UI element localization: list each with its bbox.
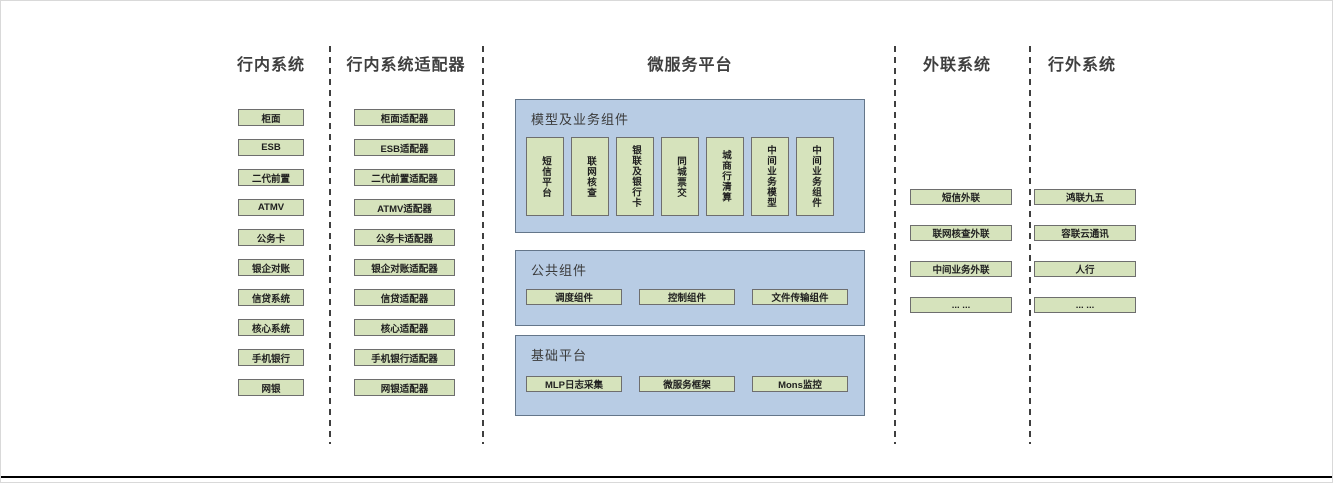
- internal-system-label: 信贷系统: [251, 293, 290, 305]
- business-component-box: 城商行清算: [706, 137, 744, 216]
- internal-system-box: 网银: [238, 379, 304, 396]
- adapter-box: ESB适配器: [354, 139, 455, 156]
- internal-system-box: 二代前置: [238, 169, 304, 186]
- adapter-box: 公务卡适配器: [354, 229, 455, 246]
- external-link-system-label: 短信外联: [941, 193, 980, 204]
- adapter-label: 二代前置适配器: [371, 173, 438, 185]
- common-components-group: 公共组件 调度组件 控制组件 文件传输组件: [515, 250, 865, 326]
- outside-system-label: 容联云通讯: [1061, 229, 1109, 240]
- external-link-system-box: 短信外联: [910, 189, 1012, 205]
- adapter-label: 公务卡适配器: [375, 233, 433, 245]
- external-link-system-label: ... ...: [951, 299, 971, 311]
- internal-system-box: 信贷系统: [238, 289, 304, 306]
- separator-line-2: [482, 46, 484, 444]
- column-header-outside-systems: 行外系统: [1047, 57, 1116, 74]
- adapter-label: 手机银行适配器: [371, 353, 438, 365]
- base-platform-label: 微服务框架: [663, 380, 711, 391]
- adapter-box: 银企对账适配器: [354, 259, 455, 276]
- adapter-label: ATMV适配器: [377, 203, 432, 215]
- internal-system-box: ATMV: [238, 199, 304, 216]
- group-title-model-business: 模型及业务组件: [531, 112, 630, 127]
- adapter-label: ESB适配器: [380, 143, 429, 155]
- base-platform-group: 基础平台 MLP日志采集 微服务框架 Mons监控: [515, 335, 865, 416]
- internal-system-label: 柜面: [261, 113, 281, 125]
- bottom-rule-line: [1, 476, 1332, 478]
- common-component-box: 控制组件: [639, 289, 735, 305]
- base-platform-list: MLP日志采集 微服务框架 Mons监控: [526, 376, 848, 392]
- outside-systems-list: 鸿联九五容联云通讯人行 ... ...: [1034, 189, 1136, 313]
- base-platform-box: MLP日志采集: [526, 376, 622, 392]
- common-component-label: 文件传输组件: [771, 293, 829, 304]
- outside-system-box: 容联云通讯: [1034, 225, 1136, 241]
- business-component-box: 中间业务模型: [751, 137, 789, 216]
- separator-line-1: [329, 46, 331, 444]
- adapter-label: 网银适配器: [380, 383, 429, 395]
- internal-system-box: 公务卡: [238, 229, 304, 246]
- internal-system-box: 银企对账: [238, 259, 304, 276]
- column-header-external-link-systems: 外联系统: [922, 57, 991, 74]
- base-platform-label: Mons监控: [778, 380, 822, 391]
- column-header-internal-systems: 行内系统: [236, 57, 305, 74]
- external-link-system-label: 中间业务外联: [932, 265, 990, 276]
- column-header-microservice-platform: 微服务平台: [647, 57, 733, 74]
- model-business-components-list: 短信平台联网核查银联及银行卡同城票交城商行清算中间业务模型中间业务组件: [526, 137, 834, 216]
- common-component-box: 调度组件: [526, 289, 622, 305]
- adapter-box: 信贷适配器: [354, 289, 455, 306]
- model-business-components-group: 模型及业务组件 短信平台联网核查银联及银行卡同城票交城商行清算中间业务模型中间业…: [515, 99, 865, 233]
- outside-system-label: ... ...: [1075, 299, 1095, 311]
- internal-system-label: 手机银行: [251, 353, 290, 365]
- external-link-system-label: 联网核查外联: [932, 229, 990, 240]
- common-component-box: 文件传输组件: [752, 289, 848, 305]
- base-platform-box: Mons监控: [752, 376, 848, 392]
- adapter-label: 核心适配器: [380, 323, 429, 335]
- internal-system-box: 柜面: [238, 109, 304, 126]
- adapter-list: 柜面适配器 ESB适配器二代前置适配器 ATMV适配器公务卡适配器银企对账适配器信贷…: [354, 109, 455, 396]
- internal-system-box: ESB: [238, 139, 304, 156]
- separator-line-3: [894, 46, 896, 444]
- internal-system-label: 公务卡: [256, 233, 286, 245]
- common-components-list: 调度组件 控制组件 文件传输组件: [526, 289, 848, 305]
- base-platform-label: MLP日志采集: [544, 380, 604, 391]
- group-title-base-platform: 基础平台: [531, 348, 588, 363]
- business-component-box: 短信平台: [526, 137, 564, 216]
- business-component-box: 同城票交: [661, 137, 699, 216]
- business-component-box: 联网核查: [571, 137, 609, 216]
- column-header-internal-adapters: 行内系统适配器: [346, 57, 466, 74]
- internal-system-label: ATMV: [257, 202, 285, 213]
- adapter-box: 柜面适配器: [354, 109, 455, 126]
- external-link-system-box: ... ...: [910, 297, 1012, 313]
- base-platform-box: 微服务框架: [639, 376, 735, 392]
- external-link-system-box: 联网核查外联: [910, 225, 1012, 241]
- outside-system-box: 鸿联九五: [1034, 189, 1136, 205]
- adapter-label: 柜面适配器: [380, 113, 429, 125]
- outside-system-box: 人行: [1034, 261, 1136, 277]
- business-component-box: 银联及银行卡: [616, 137, 654, 216]
- adapter-box: 网银适配器: [354, 379, 455, 396]
- adapter-box: 手机银行适配器: [354, 349, 455, 366]
- business-component-box: 中间业务组件: [796, 137, 834, 216]
- outside-system-box: ... ...: [1034, 297, 1136, 313]
- common-component-label: 控制组件: [667, 293, 706, 304]
- adapter-label: 信贷适配器: [380, 293, 429, 305]
- internal-system-label: 核心系统: [251, 323, 290, 335]
- group-title-common-components: 公共组件: [531, 263, 588, 278]
- outside-system-label: 鸿联九五: [1065, 193, 1104, 204]
- external-link-system-box: 中间业务外联: [910, 261, 1012, 277]
- adapter-label: 银企对账适配器: [371, 263, 438, 275]
- internal-system-box: 手机银行: [238, 349, 304, 366]
- internal-system-label: 二代前置: [251, 173, 290, 185]
- adapter-box: 二代前置适配器: [354, 169, 455, 186]
- external-link-systems-list: 短信外联联网核查外联中间业务外联 ... ...: [910, 189, 1012, 313]
- internal-system-box: 核心系统: [238, 319, 304, 336]
- separator-line-4: [1029, 46, 1031, 444]
- adapter-box: ATMV适配器: [354, 199, 455, 216]
- internal-systems-list: 柜面 ESB 二代前置 ATMV 公务卡银企对账信贷系统核心系统手机银行网银: [238, 109, 304, 396]
- internal-system-label: ESB: [261, 142, 281, 153]
- outside-system-label: 人行: [1075, 265, 1095, 276]
- adapter-box: 核心适配器: [354, 319, 455, 336]
- common-component-label: 调度组件: [554, 293, 593, 304]
- internal-system-label: 网银: [261, 383, 281, 395]
- internal-system-label: 银企对账: [251, 263, 290, 275]
